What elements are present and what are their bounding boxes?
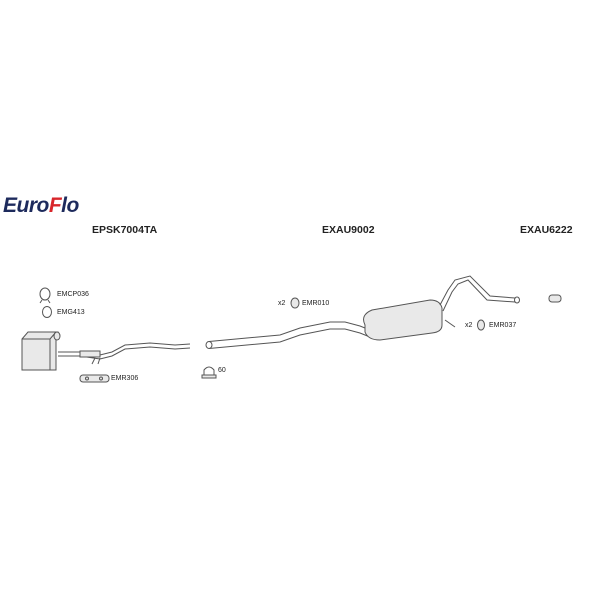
rubber-hanger-icon xyxy=(477,319,485,331)
rear-silencer-icon xyxy=(363,275,520,341)
tailpipe-tip-icon xyxy=(548,294,562,303)
u-bolt-clamp-icon xyxy=(201,366,217,379)
part-label-60: 60 xyxy=(218,367,226,374)
rubber-mount-bracket-icon xyxy=(79,374,110,383)
rubber-hanger-icon xyxy=(290,297,300,309)
part-label-emr010: EMR010 xyxy=(302,300,330,307)
section-code-epsk7004ta: EPSK7004TA xyxy=(92,224,158,236)
clamp-ring-icon xyxy=(39,287,51,304)
part-label-emg413: EMG413 xyxy=(57,309,85,316)
logo-text-accent: F xyxy=(48,194,62,217)
section-code-exau9002: EXAU9002 xyxy=(322,224,375,236)
intermediate-pipe-icon xyxy=(205,321,371,349)
euroflo-logo: EuroFlo xyxy=(3,194,79,218)
part-qty-emr037: x2 xyxy=(465,322,473,329)
part-label-emcp036: EMCP036 xyxy=(57,291,89,298)
part-qty-emr010: x2 xyxy=(278,300,286,307)
section-code-exau6222: EXAU6222 xyxy=(520,224,573,236)
part-label-emr306: EMR306 xyxy=(111,375,139,382)
logo-text-lo: lo xyxy=(61,194,79,217)
part-label-emr037: EMR037 xyxy=(489,322,517,329)
logo-text-euro: Euro xyxy=(3,194,49,217)
dpf-catalyst-icon xyxy=(21,331,191,371)
gasket-ring-icon xyxy=(42,306,52,318)
